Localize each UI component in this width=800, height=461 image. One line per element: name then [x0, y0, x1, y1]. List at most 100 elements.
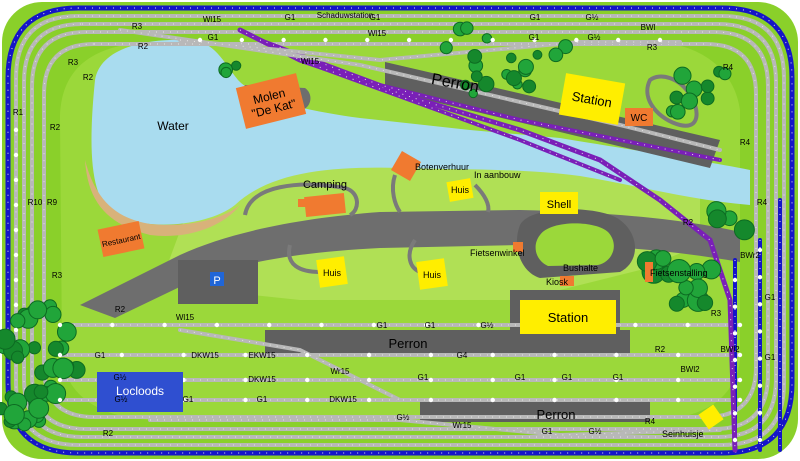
bottom-diag-2-sleepers	[179, 329, 401, 401]
track-marker	[737, 397, 743, 403]
tree	[468, 88, 478, 99]
purple-branch-1	[258, 38, 722, 162]
wc-label: WC	[631, 113, 648, 124]
beach	[85, 160, 240, 236]
track-marker	[57, 397, 63, 403]
top-station-track-1-sleepers	[119, 29, 721, 151]
bike-shop-building	[513, 242, 523, 252]
shell-station	[540, 192, 578, 214]
track-marker	[366, 377, 372, 383]
track-label-t-r3-tr: R3	[647, 43, 658, 52]
house-3	[416, 258, 448, 290]
track-label-t-g12-b5: G½	[589, 427, 602, 436]
seinhuisje-label: Seinhuisje	[662, 429, 704, 439]
construction-path	[473, 183, 491, 213]
track-label-t-r3-br: R3	[711, 309, 722, 318]
camping-hut	[298, 199, 306, 207]
track-marker	[13, 227, 19, 233]
track-marker	[675, 397, 681, 403]
track-label-t-dkw15-a: DKW15	[191, 351, 219, 360]
track-marker	[737, 322, 743, 328]
trees-layer	[0, 21, 755, 432]
tree	[654, 250, 672, 267]
track-label-t-g12-b3: G½	[115, 395, 128, 404]
perron-bottom-label: Perron	[536, 407, 575, 422]
track-marker	[13, 177, 19, 183]
track-marker	[757, 302, 763, 307]
track-label-t-ekw15: EKW15	[248, 351, 276, 360]
track-label-t-g1-stat-b: G1	[425, 321, 436, 330]
camping-label: Camping	[303, 179, 347, 191]
loco-shed	[97, 372, 183, 412]
track-marker	[366, 352, 372, 358]
track-label-t-g1-top-a: G1	[285, 13, 296, 22]
track-marker	[675, 377, 681, 383]
track-marker	[243, 397, 248, 403]
track-marker	[119, 352, 125, 358]
station-top-label: Station	[571, 89, 613, 111]
track-marker	[685, 322, 690, 328]
track-marker	[281, 37, 286, 43]
track-label-t-g1-top-c: G1	[530, 13, 541, 22]
tree	[669, 103, 686, 120]
track-marker	[366, 397, 372, 403]
track-label-t-r2-bl: R2	[115, 305, 126, 314]
track-label-t-dkw15-b: DKW15	[248, 375, 276, 384]
tree	[673, 66, 692, 85]
track-label-t-r4-right: R4	[740, 138, 751, 147]
loop-3-gray-sleepers	[23, 23, 777, 438]
track-label-t-g1-b2a: G1	[418, 373, 429, 382]
track-marker	[614, 377, 619, 383]
tree	[11, 350, 25, 364]
tree	[481, 33, 493, 44]
track-marker	[365, 37, 370, 43]
track-marker	[732, 357, 738, 363]
track-marker	[757, 274, 763, 280]
water-lake	[91, 39, 750, 225]
track-label-t-r3-l: R3	[68, 58, 79, 67]
track-label-t-g1-top-b: G1	[370, 13, 381, 22]
track-marker	[57, 352, 63, 358]
shell-label: Shell	[547, 199, 571, 211]
track-label-t-g1-b2d: G1	[613, 373, 624, 382]
track-label-t-r2-b: R2	[103, 429, 114, 438]
track-marker	[13, 277, 19, 283]
track-marker	[490, 37, 495, 43]
house-2	[316, 256, 348, 288]
track-marker	[614, 397, 619, 403]
track-label-t-r2-l2: R2	[50, 123, 61, 132]
track-marker	[57, 322, 63, 328]
tree	[522, 79, 537, 94]
track-marker	[13, 127, 19, 133]
track-label-t-g1-stat-a: G1	[377, 321, 388, 330]
track-label-t-r2-br: R2	[683, 218, 694, 227]
track-markers-layer	[13, 37, 763, 443]
track-marker	[13, 327, 19, 333]
track-marker	[162, 322, 167, 328]
track-label-t-r10: R10	[28, 198, 43, 207]
track-marker	[732, 331, 738, 336]
tree	[27, 341, 42, 355]
tree	[10, 313, 26, 329]
track-label-t-g12-stat: G½	[481, 321, 494, 330]
track-label-t-g12-top: G½	[586, 13, 599, 22]
top-track-2-sleepers	[179, 39, 680, 61]
track-marker	[757, 437, 763, 443]
track-label-t-r2-r: R2	[655, 345, 666, 354]
track-marker	[13, 152, 19, 158]
track-marker	[197, 37, 203, 43]
track-marker	[57, 377, 63, 383]
track-label-t-r1-l: R1	[13, 108, 24, 117]
track-label-t-bwl-top: BWl	[641, 23, 656, 32]
tree	[532, 49, 543, 60]
loop-outer-blue	[5, 5, 795, 456]
track-marker	[732, 411, 738, 416]
track-marker	[428, 397, 434, 403]
track-label-t-r4-tr: R4	[723, 63, 734, 72]
tree	[220, 66, 232, 79]
huis-label-1: Huis	[451, 185, 470, 195]
track-label-t-wr15-b: Wr15	[453, 421, 473, 430]
signal-box	[698, 404, 724, 430]
camping-path	[243, 182, 359, 217]
fietsenwinkel-label: Fietsenwinkel	[470, 248, 525, 258]
